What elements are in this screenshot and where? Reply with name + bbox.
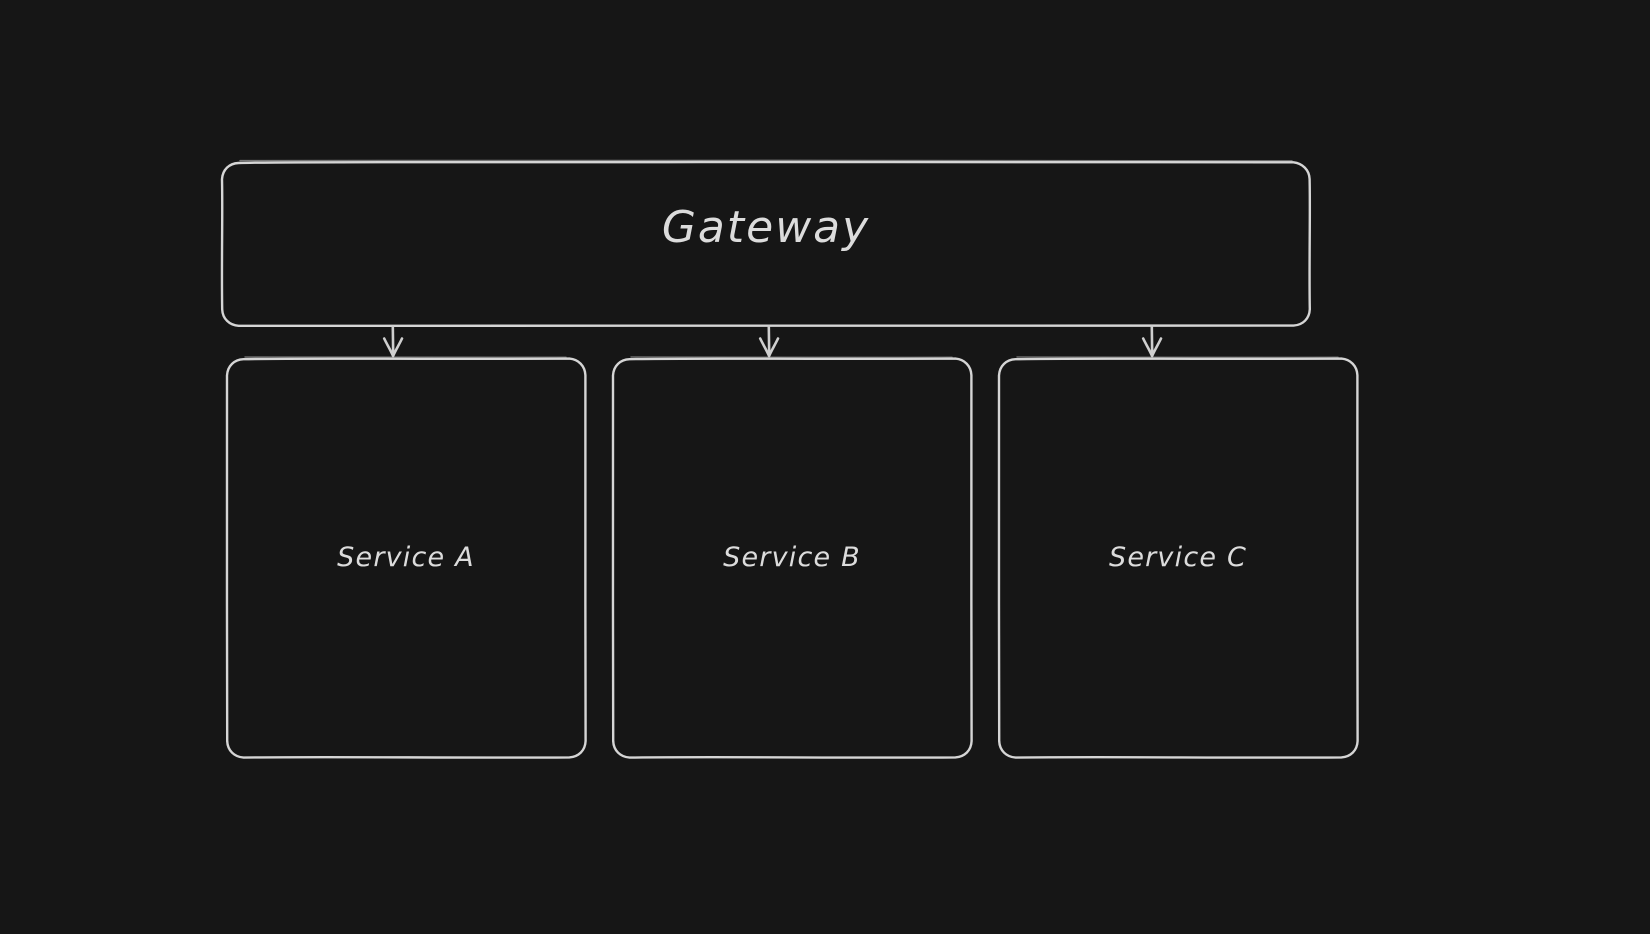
node-label-gateway: Gateway [661,202,871,253]
edge-gateway-service-c[interactable] [1141,325,1163,358]
node-service-c-shape[interactable] [997,356,1359,759]
node-gateway-shape[interactable] [220,159,1312,328]
node-service-b-shape[interactable] [611,356,973,759]
node-label-service-b: Service B [723,542,861,573]
node-label-service-a: Service A [337,542,475,573]
edge-gateway-service-a[interactable] [382,325,404,358]
node-label-service-c: Service C [1108,542,1248,573]
node-service-a-shape[interactable] [225,356,587,759]
edge-gateway-service-b[interactable] [758,325,780,358]
